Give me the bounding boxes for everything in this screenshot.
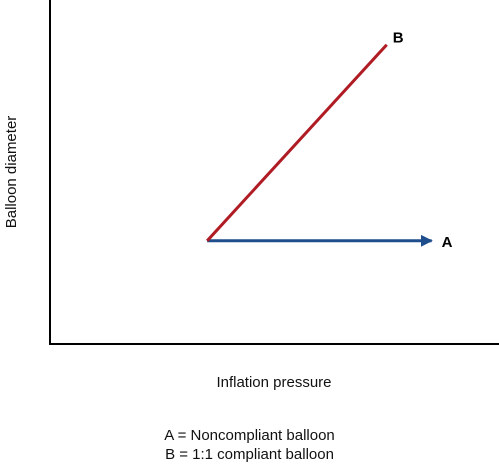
legend-entry-b: B = 1:1 compliant balloon	[165, 446, 334, 463]
legend-entry-a: A = Noncompliant balloon	[164, 427, 335, 444]
x-axis-label: Inflation pressure	[216, 374, 331, 391]
y-axis-label: Balloon diameter	[3, 116, 20, 229]
legend: A = Noncompliant balloon B = 1:1 complia…	[0, 426, 499, 464]
series-label-b: B	[393, 30, 404, 47]
series-layer: AB	[206, 30, 453, 251]
series-label-a: A	[442, 234, 453, 251]
series-line-b	[206, 43, 388, 242]
